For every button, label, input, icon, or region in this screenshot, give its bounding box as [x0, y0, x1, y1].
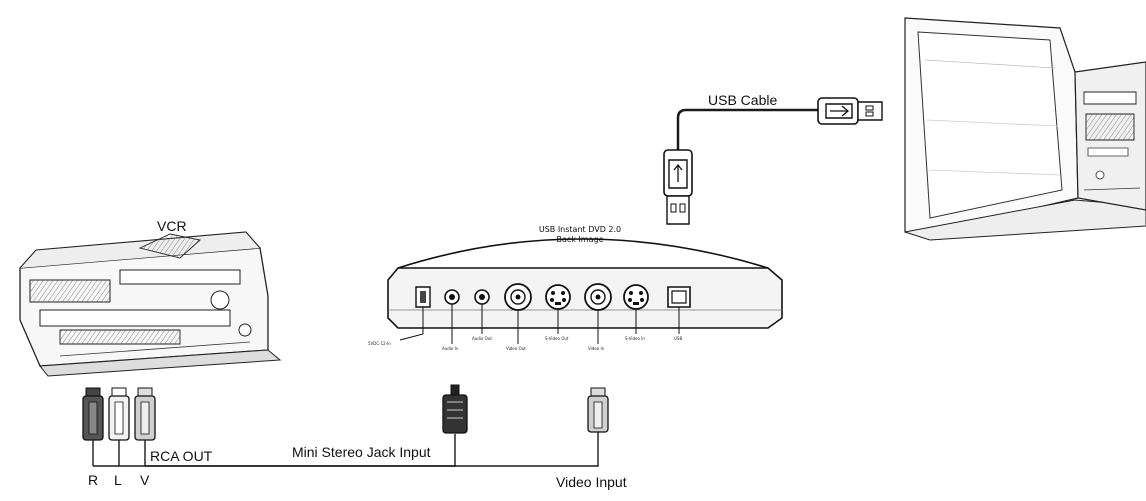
- port-label-usb: USB: [674, 336, 683, 341]
- port-label-audio-out: Audio Out: [472, 336, 492, 341]
- rca-cables: [83, 385, 608, 466]
- device-title-line2: Back Image: [556, 235, 604, 244]
- port-label-video-out: Video Out: [506, 346, 526, 351]
- port-label-video-in: Video In: [588, 346, 605, 351]
- usb-a-plug-horizontal-icon: [818, 98, 882, 124]
- port-label-audio-in: Audio In: [442, 346, 459, 351]
- usb-cable-label: USB Cable: [708, 92, 778, 108]
- rca-plug-red-icon: [83, 388, 103, 440]
- usb-b-plug-vertical-icon: [664, 150, 692, 224]
- computer-illustration: [905, 18, 1146, 240]
- rca-plug-video-icon: [135, 388, 155, 440]
- device-title-line1: USB Instant DVD 2.0: [538, 225, 622, 234]
- vcr-illustration: [20, 232, 280, 376]
- device-title: USB Instant DVD 2.0 Back Image: [538, 225, 622, 245]
- port-label-svideo-out: S-Video Out: [545, 336, 569, 341]
- rca-out-label: RCA OUT: [150, 448, 213, 464]
- svideo-out-icon: [546, 285, 570, 309]
- port-label-svideo-in: S-Video In: [625, 336, 645, 341]
- mini-stereo-jack-plug-icon: [443, 385, 467, 433]
- mini-stereo-jack-input-label: Mini Stereo Jack Input: [292, 444, 431, 460]
- vcr-label: VCR: [157, 218, 187, 234]
- usb-cable: [664, 98, 882, 224]
- svideo-in-icon: [624, 285, 648, 309]
- rca-v-label: V: [140, 472, 150, 488]
- video-input-rca-plug-icon: [588, 388, 608, 432]
- video-input-label: Video Input: [556, 474, 627, 490]
- usb-instant-dvd-device: [388, 239, 782, 344]
- rca-r-label: R: [88, 472, 99, 488]
- port-label-dc-in: 5VDC-12-In: [368, 341, 391, 346]
- rca-l-label: L: [114, 472, 122, 488]
- rca-plug-white-icon: [109, 388, 129, 440]
